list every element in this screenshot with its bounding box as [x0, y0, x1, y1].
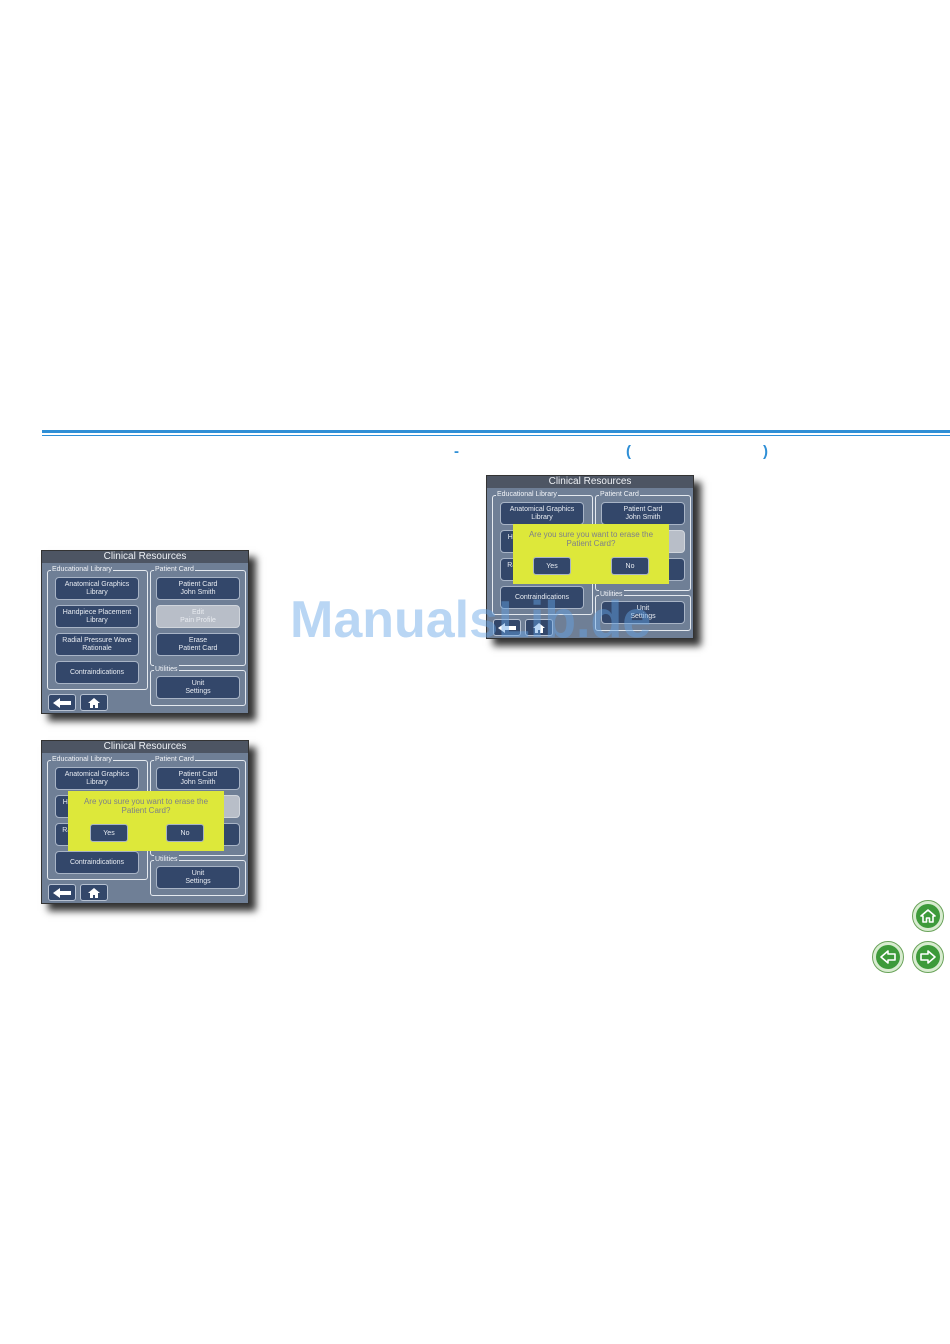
patient-card-button[interactable]: Patient Card John Smith: [156, 577, 240, 600]
home-button[interactable]: [525, 619, 553, 636]
patient-card-label: Patient Card: [599, 490, 640, 499]
watermark: ManualsLib.de: [290, 591, 652, 649]
screenshot-erase-confirm-large: Clinical Resources Educational Library P…: [486, 475, 694, 639]
erase-confirm-dialog: Are you sure you want to erase the Patie…: [513, 524, 669, 584]
header-rule-thin: [42, 435, 950, 436]
screenshot-clinical-resources: Clinical Resources Educational Library P…: [41, 550, 249, 714]
header-paren-open: (: [626, 443, 631, 460]
back-button[interactable]: [493, 619, 521, 636]
page-home-button[interactable]: [912, 900, 944, 932]
educational-library-group: Educational Library: [47, 565, 148, 690]
anatomical-graphics-button[interactable]: Anatomical Graphics Library: [55, 767, 139, 790]
educational-library-label: Educational Library: [51, 755, 113, 764]
educational-library-label: Educational Library: [51, 565, 113, 574]
home-button[interactable]: [80, 884, 108, 901]
screen-title: Clinical Resources: [487, 476, 693, 488]
screen-title: Clinical Resources: [42, 741, 248, 753]
header-dash: -: [454, 443, 459, 460]
unit-settings-button[interactable]: Unit Settings: [156, 676, 240, 699]
patient-card-label: Patient Card: [154, 565, 195, 574]
back-button[interactable]: [48, 884, 76, 901]
header-rule: [42, 430, 950, 433]
unit-settings-button[interactable]: Unit Settings: [601, 601, 685, 624]
patient-card-label: Patient Card: [154, 755, 195, 764]
patient-card-button[interactable]: Patient Card John Smith: [156, 767, 240, 790]
back-arrow-icon: [498, 622, 516, 633]
back-arrow-icon: [53, 697, 71, 708]
yes-button[interactable]: Yes: [90, 824, 128, 842]
home-icon: [920, 909, 936, 923]
utilities-label: Utilities: [599, 590, 624, 599]
patient-card-button[interactable]: Patient Card John Smith: [601, 502, 685, 525]
utilities-group: Utilities: [150, 855, 246, 896]
dialog-message: Are you sure you want to erase the Patie…: [528, 530, 654, 548]
home-icon: [533, 622, 545, 633]
previous-page-button[interactable]: [872, 941, 904, 973]
screenshot-erase-confirm: Clinical Resources Educational Library P…: [41, 740, 249, 904]
patient-card-group: Patient Card: [150, 565, 246, 666]
edit-pain-profile-button: Edit Pain Profile: [156, 605, 240, 628]
previous-page-icon: [880, 950, 896, 964]
unit-settings-button[interactable]: Unit Settings: [156, 866, 240, 889]
utilities-group: Utilities: [150, 665, 246, 706]
back-arrow-icon: [53, 887, 71, 898]
dialog-message: Are you sure you want to erase the Patie…: [83, 797, 209, 815]
radial-pressure-wave-button[interactable]: Radial Pressure Wave Rationale: [55, 633, 139, 656]
home-icon: [88, 697, 100, 708]
home-icon: [88, 887, 100, 898]
no-button[interactable]: No: [166, 824, 204, 842]
contraindications-button[interactable]: Contraindications: [55, 661, 139, 684]
screen-title: Clinical Resources: [42, 551, 248, 563]
utilities-label: Utilities: [154, 665, 179, 674]
next-page-icon: [920, 950, 936, 964]
yes-button[interactable]: Yes: [533, 557, 571, 575]
educational-library-label: Educational Library: [496, 490, 558, 499]
utilities-group: Utilities: [595, 590, 691, 631]
header-paren-close: ): [763, 443, 768, 460]
contraindications-button[interactable]: Contraindications: [55, 851, 139, 874]
handpiece-placement-button[interactable]: Handpiece Placement Library: [55, 605, 139, 628]
anatomical-graphics-button[interactable]: Anatomical Graphics Library: [500, 502, 584, 525]
contraindications-button[interactable]: Contraindications: [500, 586, 584, 609]
home-button[interactable]: [80, 694, 108, 711]
back-button[interactable]: [48, 694, 76, 711]
utilities-label: Utilities: [154, 855, 179, 864]
no-button[interactable]: No: [611, 557, 649, 575]
anatomical-graphics-button[interactable]: Anatomical Graphics Library: [55, 577, 139, 600]
next-page-button[interactable]: [912, 941, 944, 973]
erase-confirm-dialog: Are you sure you want to erase the Patie…: [68, 791, 224, 851]
erase-patient-card-button[interactable]: Erase Patient Card: [156, 633, 240, 656]
